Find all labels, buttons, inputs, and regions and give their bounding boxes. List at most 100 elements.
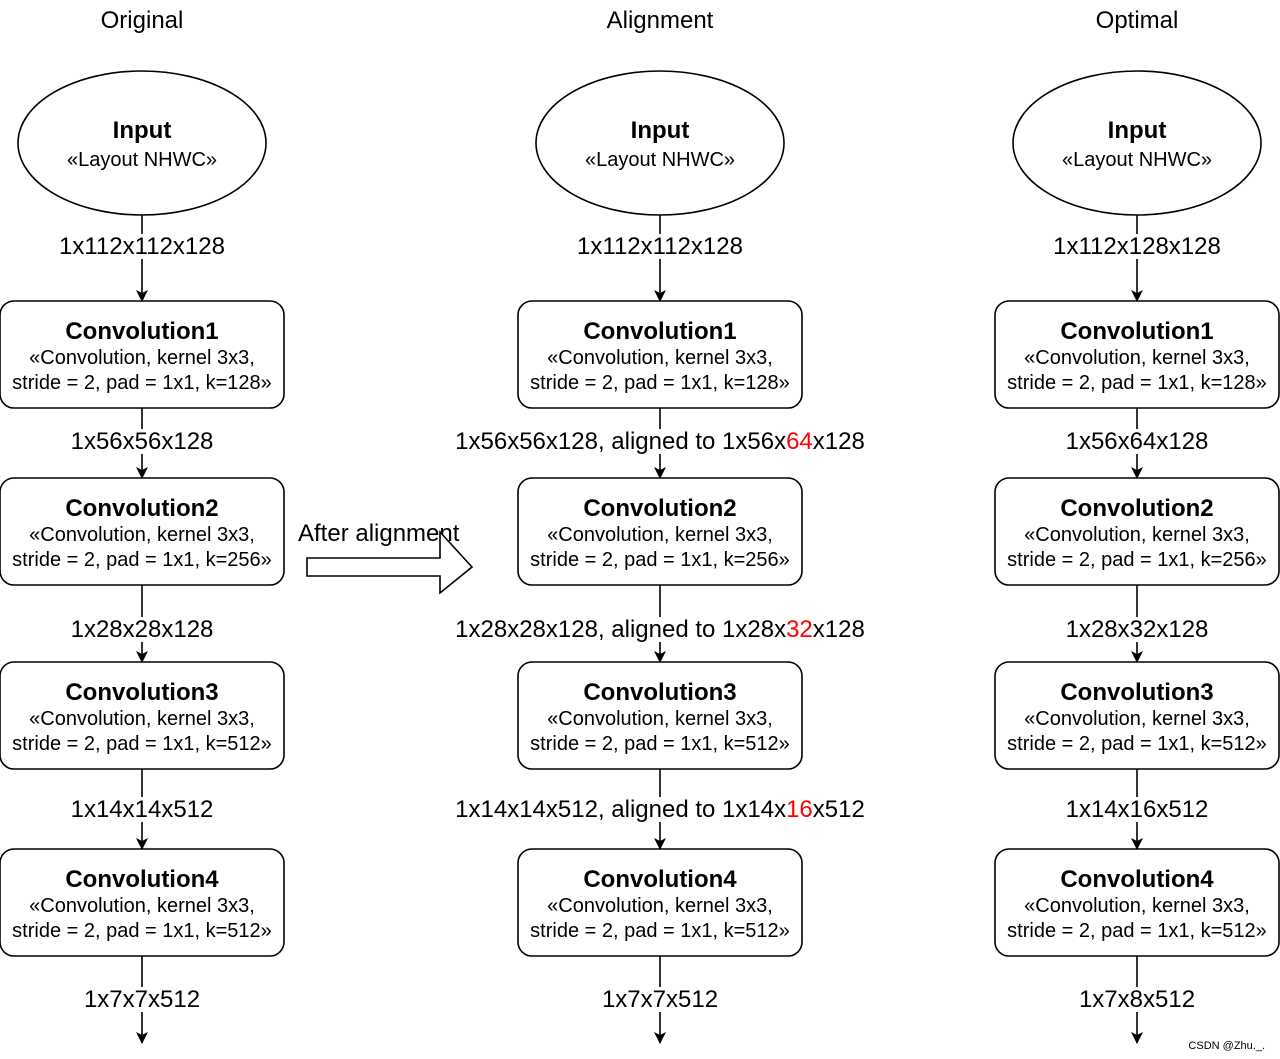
tensor-shape-label: 1x7x7x512 <box>84 986 200 1013</box>
edge: 1x7x7x512 <box>81 956 203 1044</box>
shape-text: 1x14x14x512, aligned to 1x14x <box>455 796 786 823</box>
aligned-dimension-highlight: 32 <box>786 616 813 643</box>
shape-text: x512 <box>813 796 865 823</box>
convolution-params-line1: «Convolution, kernel 3x3, <box>29 708 255 730</box>
edge: 1x14x14x512, aligned to 1x14x16x512 <box>453 769 867 850</box>
tensor-shape-label: 1x56x64x128 <box>1066 428 1209 455</box>
tensor-shape-label: 1x14x16x512 <box>1066 796 1209 823</box>
shape-text: 1x112x112x128 <box>59 233 225 260</box>
convolution-params-line2: stride = 2, pad = 1x1, k=512» <box>1007 920 1267 942</box>
input-title: Input <box>113 117 172 144</box>
shape-text: 1x112x112x128 <box>577 233 743 260</box>
edge: 1x7x8x512 <box>1076 956 1198 1044</box>
convolution-params-line1: «Convolution, kernel 3x3, <box>547 895 773 917</box>
input-title: Input <box>631 117 690 144</box>
convolution-node: Convolution4«Convolution, kernel 3x3, str… <box>994 848 1280 957</box>
label-background <box>1063 429 1211 454</box>
convolution-params-line1: «Convolution, kernel 3x3, <box>1024 708 1250 730</box>
convolution-params-line2: stride = 2, pad = 1x1, k=256» <box>1007 549 1267 571</box>
edge: 1x112x128x128 <box>1051 215 1223 302</box>
column-title: Original <box>101 7 184 34</box>
label-background <box>453 429 867 454</box>
tensor-shape-label: 1x112x128x128 <box>1053 233 1221 260</box>
edge: 1x112x112x128 <box>57 215 227 302</box>
convolution-params-line2: stride = 2, pad = 1x1, k=128» <box>1007 372 1267 394</box>
convolution-params-line2: stride = 2, pad = 1x1, k=512» <box>530 733 790 755</box>
input-subtitle: «Layout NHWC» <box>585 149 735 171</box>
input-node: Input«Layout NHWC» <box>1012 70 1262 216</box>
convolution-node: Convolution3«Convolution, kernel 3x3,str… <box>994 661 1280 770</box>
edge: 1x56x64x128 <box>1063 408 1211 479</box>
convolution-params-line1: «Convolution, kernel 3x3, <box>29 347 255 369</box>
edge: 1x28x28x128 <box>68 585 216 663</box>
input-title: Input <box>1108 117 1167 144</box>
tensor-shape-label: 1x14x14x512 <box>71 796 214 823</box>
convolution-title: Convolution2 <box>65 495 218 522</box>
label-background <box>453 797 867 822</box>
shape-text: 1x112x128x128 <box>1053 233 1221 260</box>
convolution-title: Convolution1 <box>1060 318 1213 345</box>
edge: 1x28x32x128 <box>1063 585 1211 663</box>
convolution-title: Convolution4 <box>1060 866 1214 893</box>
convolution-title: Convolution2 <box>583 495 736 522</box>
label-background <box>68 617 216 642</box>
column-title: Alignment <box>607 7 714 34</box>
label-background <box>599 987 721 1012</box>
shape-text: 1x7x7x512 <box>602 986 718 1013</box>
tensor-shape-label: 1x56x56x128, aligned to 1x56x64x128 <box>455 428 865 455</box>
convolution-params-line2: stride = 2, pad = 1x1, k=512» <box>530 920 790 942</box>
convolution-params-line1: «Convolution, kernel 3x3, <box>1024 895 1250 917</box>
shape-text: 1x7x7x512 <box>84 986 200 1013</box>
edge: 1x7x7x512 <box>599 956 721 1044</box>
label-background <box>68 429 216 454</box>
edge: 1x56x56x128, aligned to 1x56x64x128 <box>453 408 867 479</box>
convolution-title: Convolution2 <box>1060 495 1213 522</box>
shape-text: x128 <box>813 616 865 643</box>
label-background <box>1076 987 1198 1012</box>
input-node: Input «Layout NHWC» <box>535 70 785 216</box>
convolution-title: Convolution4 <box>583 866 737 893</box>
edge: 1x14x16x512 <box>1063 769 1211 850</box>
shape-text: x128 <box>813 428 865 455</box>
convolution-node: Convolution2«Convolution, kernel 3x3, str… <box>517 477 803 586</box>
shape-text: 1x56x64x128 <box>1066 428 1209 455</box>
shape-text: 1x28x28x128, aligned to 1x28x <box>455 616 786 643</box>
convolution-node: Convolution2«Convolution, kernel 3x3, str… <box>994 477 1280 586</box>
convolution-params-line2: stride = 2, pad = 1x1, k=512» <box>12 733 272 755</box>
convolution-title: Convolution4 <box>65 866 219 893</box>
convolution-params-line1: «Convolution, kernel 3x3, <box>1024 347 1250 369</box>
edge: 1x28x28x128, aligned to 1x28x32x128 <box>453 585 867 663</box>
input-subtitle: «Layout NHWC» <box>67 149 217 171</box>
label-background <box>57 234 227 259</box>
hollow-right-arrow-icon <box>306 529 474 595</box>
shape-text: 1x14x16x512 <box>1066 796 1209 823</box>
tensor-shape-label: 1x112x112x128 <box>59 233 225 260</box>
input-node: Input «Layout NHWC» <box>17 70 267 216</box>
after-alignment-transition: After alignment <box>298 520 474 595</box>
aligned-dimension-highlight: 64 <box>786 428 813 455</box>
label-background <box>1063 617 1211 642</box>
convolution-node: Convolution4«Convolution, kernel 3x3,str… <box>0 848 285 957</box>
convolution-node: Convolution2«Convolution, kernel 3x3,str… <box>0 477 285 586</box>
convolution-node: Convolution3«Convolution, kernel 3x3,str… <box>517 661 803 770</box>
convolution-params-line1: «Convolution, kernel 3x3, <box>29 895 255 917</box>
shape-text: 1x14x14x512 <box>71 796 214 823</box>
convolution-title: Convolution3 <box>1060 679 1213 706</box>
tensor-shape-label: 1x28x32x128 <box>1066 616 1209 643</box>
convolution-params-line2: stride = 2, pad = 1x1, k=256» <box>530 549 790 571</box>
convolution-params-line1: «Convolution, kernel 3x3, <box>547 347 773 369</box>
label-background <box>575 234 745 259</box>
tensor-shape-label: 1x14x14x512, aligned to 1x14x16x512 <box>455 796 865 823</box>
convolution-params-line1: «Convolution, kernel 3x3, <box>547 524 773 546</box>
convolution-title: Convolution3 <box>583 679 736 706</box>
watermark: CSDN @Zhu._. <box>1188 1040 1265 1052</box>
convolution-params-line1: «Convolution, kernel 3x3, <box>1024 524 1250 546</box>
label-background <box>81 987 203 1012</box>
shape-text: 1x56x56x128 <box>71 428 214 455</box>
label-background <box>1051 234 1223 259</box>
tensor-shape-label: 1x28x28x128 <box>71 616 214 643</box>
label-background <box>68 797 216 822</box>
convolution-node: Convolution1«Convolution, kernel 3x3,str… <box>517 300 803 409</box>
